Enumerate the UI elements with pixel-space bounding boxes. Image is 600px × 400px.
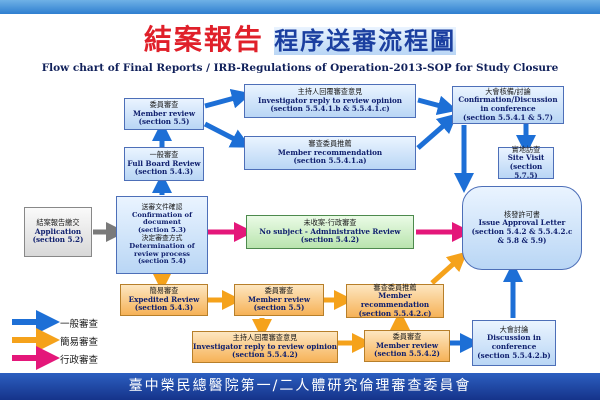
legend-general-label: 一般審查 xyxy=(60,319,99,330)
arrow-member-to-rec xyxy=(203,121,251,148)
full-board-review-box: 一般審查 Full Board Review (section 5.4.3) xyxy=(124,147,204,181)
member-review-box: 委員審查 Member review (section 5.5) xyxy=(124,98,204,130)
site-visit-box: 實地訪查 Site Visit (section 5.7.5) xyxy=(498,145,554,179)
legend-expedited-label: 簡易審查 xyxy=(60,337,99,348)
arrow-rec-to-conf xyxy=(416,113,458,150)
title-part1: 結案報告 xyxy=(143,23,264,56)
member-recommendation-expedited-box: 審查委員推薦 Member recommendation (section 5.… xyxy=(346,283,444,318)
header-band xyxy=(0,0,600,14)
arrow-rec-exp-to-letter xyxy=(430,251,468,285)
expedited-review-box: 簡易審查 Expedited Review (section 5.4.3) xyxy=(120,284,208,316)
page-subtitle: Flow chart of Final Reports / IRB-Regula… xyxy=(41,62,559,74)
member-review-expedited-2-box: 委員審查 Member review (section 5.5.4.2) xyxy=(364,330,450,362)
administrative-review-box: 未收案-行政審查 No subject - Administrative Rev… xyxy=(246,215,414,249)
member-review-expedited-box: 委員審查 Member review (section 5.5) xyxy=(234,284,324,316)
application-box: 結案報告繳交 Application (section 5.2) xyxy=(24,207,92,257)
legend-admin-label: 行政審查 xyxy=(60,355,99,366)
page-title: 結案報告 程序送審流程圖 xyxy=(0,14,600,60)
footer-band: 臺中榮民總醫院第一/二人體研究倫理審查委員會 xyxy=(0,373,600,400)
arrow-reply-to-conf xyxy=(417,95,458,116)
arrow-member-to-reply xyxy=(204,88,252,109)
investigator-reply-box: 主持人回覆審查意見 Investigator reply to review o… xyxy=(244,84,416,118)
title-part2: 程序送審流程圖 xyxy=(274,27,457,55)
issue-approval-letter-box: 核發許可書 Issue Approval Letter (section 5.4… xyxy=(462,186,582,270)
confirmation-determination-box: 送審文件確認 Confirmation of document (section… xyxy=(116,196,208,274)
member-recommendation-box: 審查委員推薦 Member recommendation (section 5.… xyxy=(244,136,416,170)
conference-box: 大會核備/討論 Confirmation/Discussion in confe… xyxy=(452,86,564,124)
conference-discussion-box: 大會討論 Discussion in conference (section 5… xyxy=(472,320,556,366)
investigator-reply-expedited-box: 主持人回覆審查意見 Investigator reply to review o… xyxy=(192,331,338,363)
